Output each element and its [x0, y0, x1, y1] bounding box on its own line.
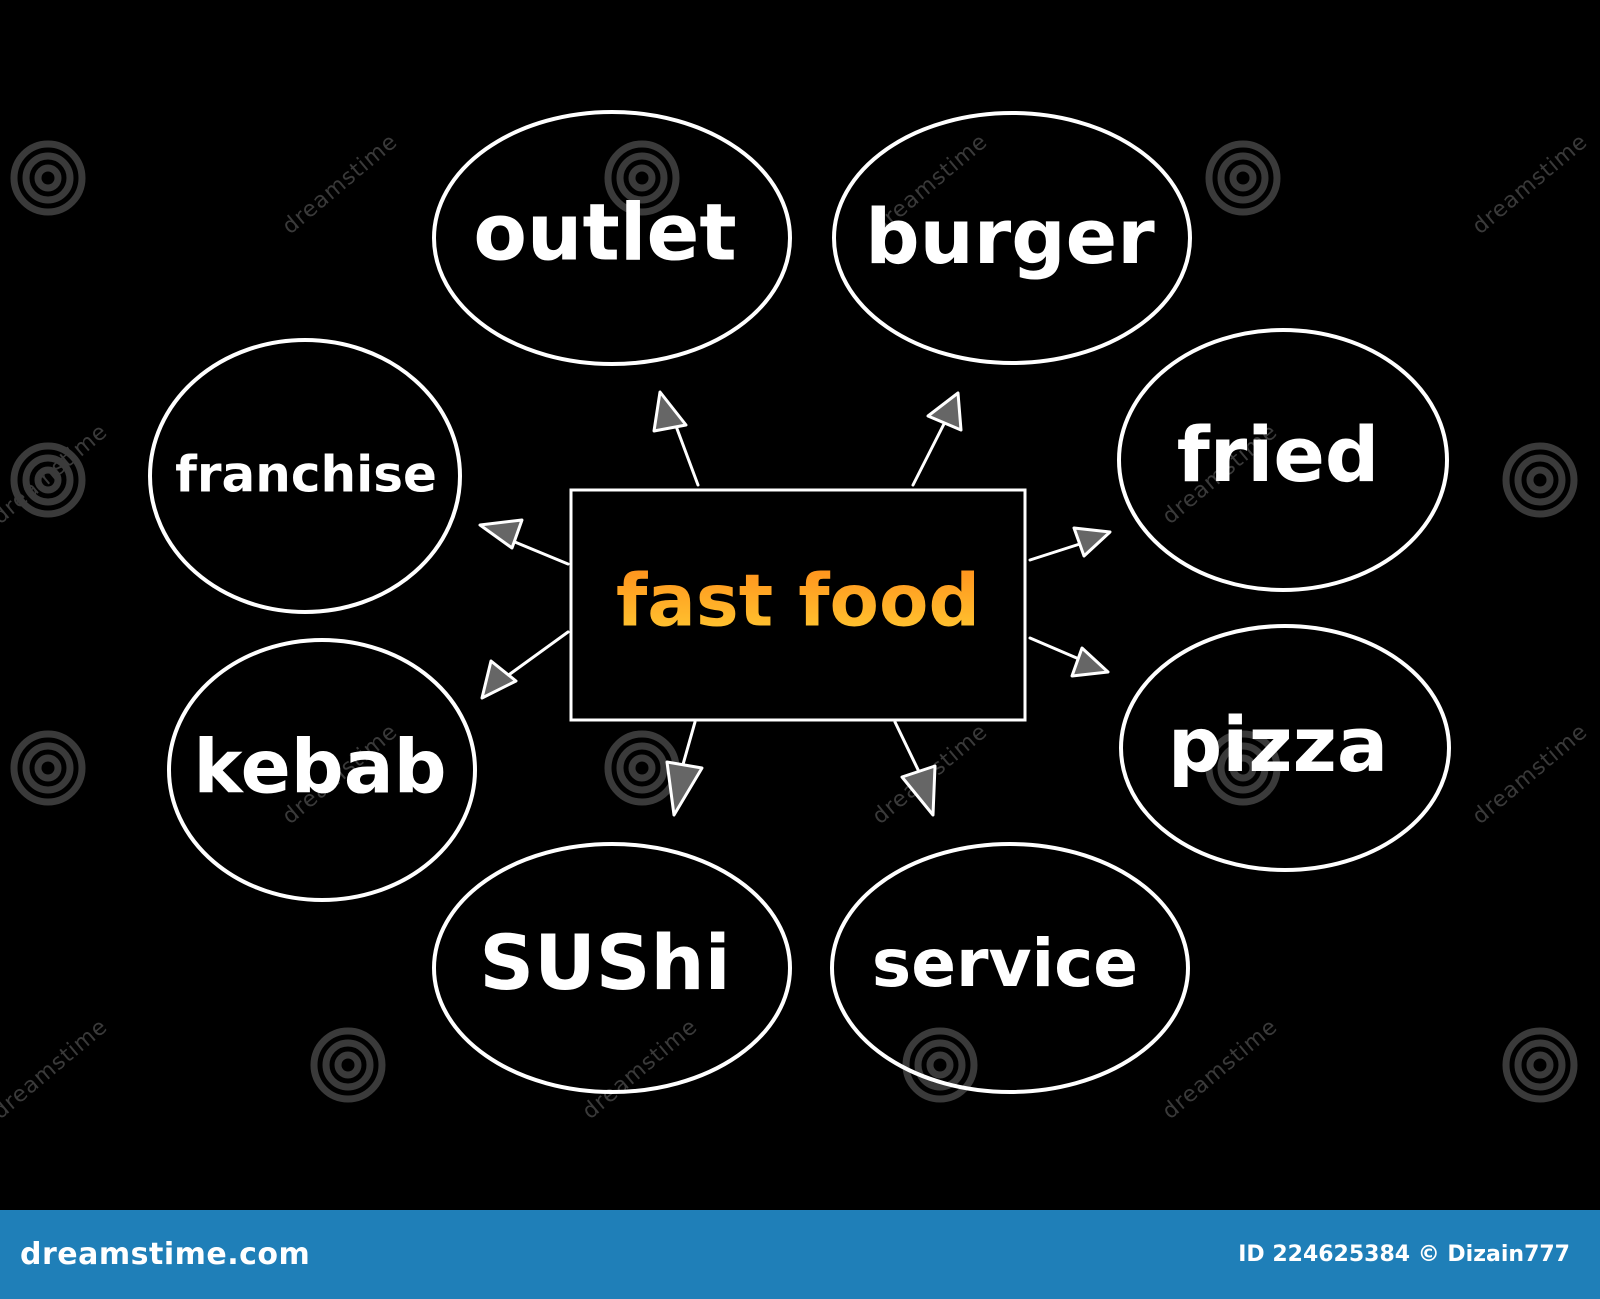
- watermark-text: dreamstime: [1468, 719, 1593, 830]
- node-label-pizza: pizza: [1168, 700, 1388, 789]
- footer-brand[interactable]: dreamstime.com: [20, 1237, 311, 1272]
- node-outlet: outlet: [432, 110, 792, 366]
- watermark-logo: [1205, 730, 1281, 806]
- node-label-service: service: [872, 925, 1138, 1002]
- node-pizza: pizza: [1119, 624, 1451, 872]
- footer-credit: ID 224625384 © Dizain777: [1238, 1242, 1570, 1267]
- node-label-fried: fried: [1177, 410, 1380, 499]
- arrow-to-franchise: [478, 518, 570, 566]
- node-franchise: franchise: [148, 338, 462, 614]
- stock-footer-bar: dreamstime.com ID 224625384 © Dizain777: [0, 1210, 1600, 1299]
- topic-nodes: outlet burger fried pizza service SUShi …: [148, 110, 1451, 1094]
- arrow-to-kebab: [480, 630, 570, 700]
- watermark-logo: [604, 730, 680, 806]
- watermark-text: dreamstime: [1158, 1014, 1283, 1125]
- watermark-logo: [10, 140, 86, 216]
- watermark-logo: [1205, 140, 1281, 216]
- watermark-text: dreamstime: [1468, 129, 1593, 240]
- watermark-logo: [10, 442, 86, 518]
- node-label-franchise: franchise: [175, 446, 437, 504]
- arrow-to-service: [893, 720, 937, 817]
- node-burger: burger: [832, 111, 1192, 365]
- watermark-logo: [310, 1027, 386, 1103]
- arrow-to-outlet: [652, 390, 700, 487]
- node-kebab: kebab: [167, 638, 477, 902]
- arrow-to-pizza: [1028, 636, 1110, 678]
- mind-map-diagram: dreamstime dreamstime dreamstime dreamstime…: [0, 110, 1593, 1125]
- node-label-kebab: kebab: [193, 725, 446, 811]
- watermark-text: dreamstime: [278, 129, 403, 240]
- connector-arrows: [478, 390, 1112, 817]
- watermark-text: dreamstime: [0, 1014, 113, 1125]
- node-service: service: [830, 842, 1190, 1094]
- arrow-to-burger: [911, 391, 963, 487]
- watermark-logo: [1502, 442, 1578, 518]
- node-label-burger: burger: [865, 192, 1155, 281]
- watermark-logo: [604, 140, 680, 216]
- watermark-logo: [902, 1027, 978, 1103]
- center-label: fast food: [616, 559, 980, 643]
- watermark-logo: [1502, 1027, 1578, 1103]
- center-node: fast food: [569, 488, 1027, 722]
- watermark-text: dreamstime: [578, 1014, 703, 1125]
- node-label-sushi: SUShi: [479, 918, 730, 1007]
- arrow-to-fried: [1028, 526, 1112, 562]
- watermark-logo: [10, 730, 86, 806]
- node-sushi: SUShi: [432, 842, 792, 1094]
- arrow-to-sushi: [665, 720, 704, 817]
- node-label-outlet: outlet: [473, 188, 736, 278]
- node-fried: fried: [1117, 328, 1449, 592]
